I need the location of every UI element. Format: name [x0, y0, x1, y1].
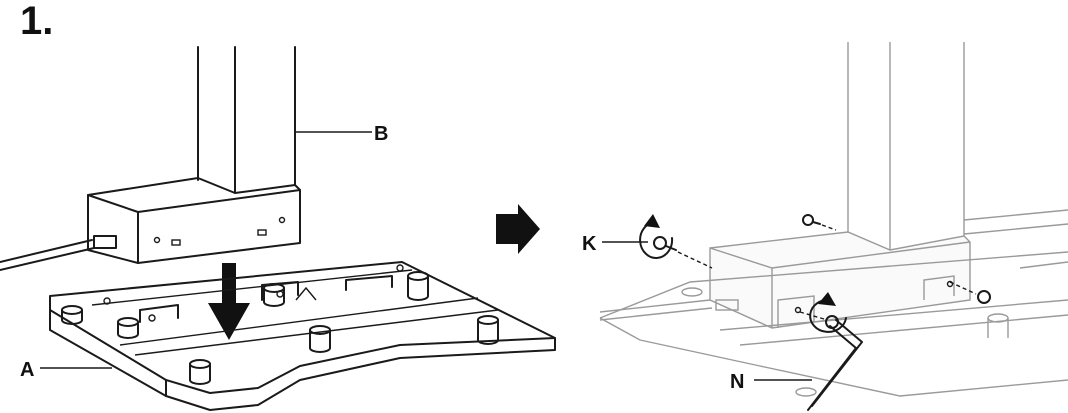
label-b: B: [374, 123, 388, 145]
label-k: K: [582, 233, 597, 255]
arrow-down-icon: [208, 263, 250, 340]
right-assembly-illustration: K N: [582, 42, 1068, 411]
step-number: 1.: [20, 0, 53, 43]
screw-k: [653, 236, 713, 269]
power-cable: [0, 239, 93, 263]
arrow-right-icon: [496, 204, 540, 254]
left-assembly-illustration: B A: [0, 46, 556, 411]
hex-key-icon: [807, 319, 863, 411]
motor-housing: [87, 177, 301, 264]
cable-connector: [93, 235, 117, 249]
label-n: N: [730, 371, 744, 393]
plate-feet: [61, 271, 499, 385]
mounting-plate-a: [49, 261, 556, 411]
label-a: A: [20, 359, 34, 381]
rotate-icon: [639, 214, 847, 333]
screw-right: [946, 280, 991, 304]
screw-icon: [802, 214, 837, 231]
leg-column-b: [197, 46, 296, 194]
